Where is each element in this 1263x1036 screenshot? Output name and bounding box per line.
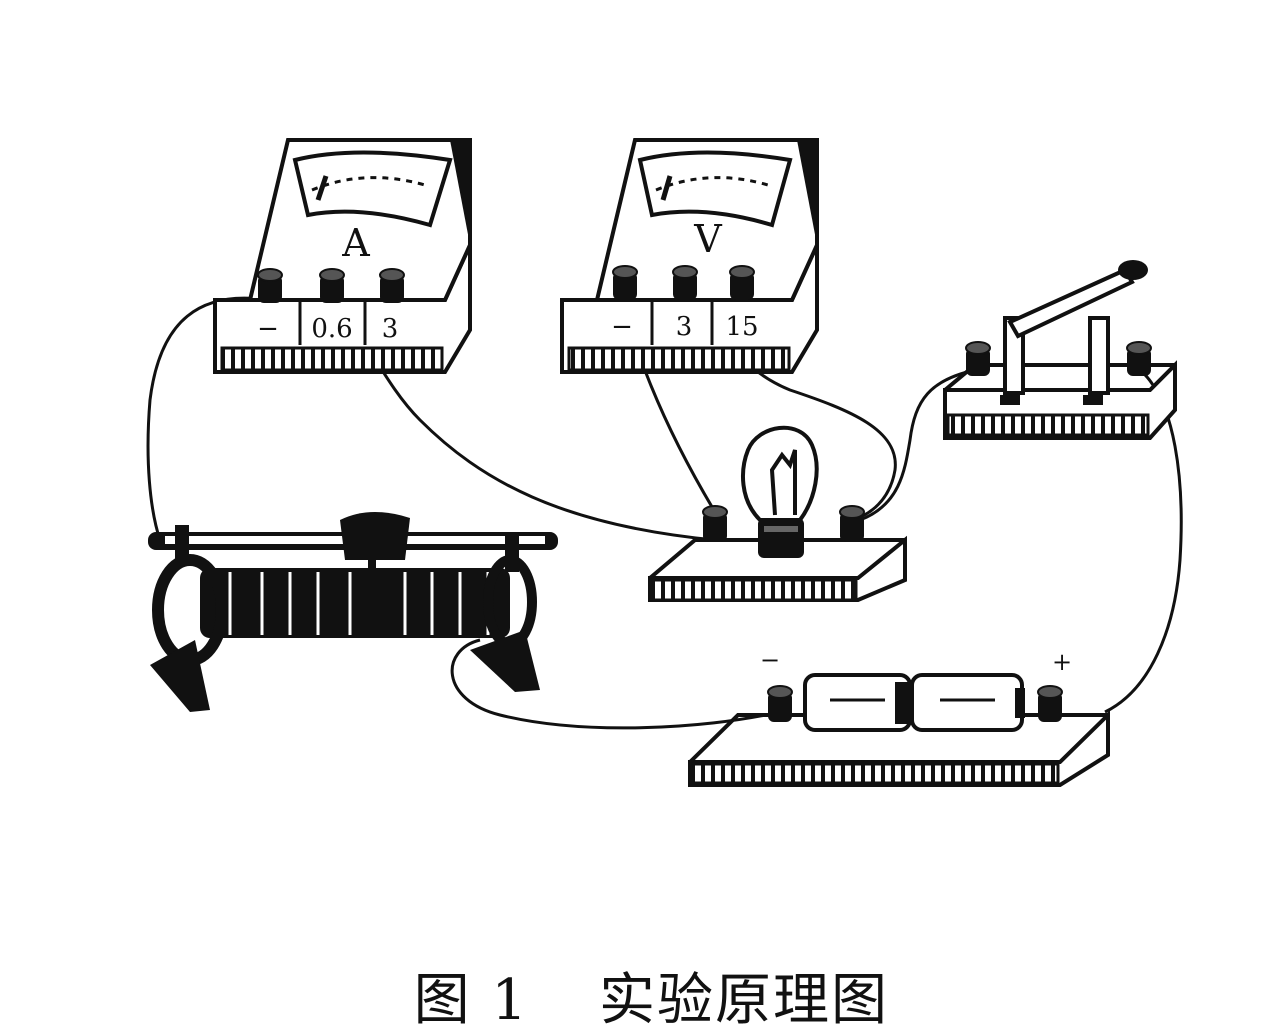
ammeter-terminal-0.6[interactable] [319,268,345,303]
lamp-board [648,425,907,602]
lamp-terminal-left [702,505,728,542]
lamp-terminal-right [839,505,865,542]
voltmeter-symbol: V [693,217,722,261]
rheostat [148,511,558,712]
battery-terminal-pos [1037,685,1063,722]
voltmeter: V − 3 15 [560,138,819,374]
switch-terminal-left [965,341,991,376]
switch-terminal-right [1126,341,1152,376]
ammeter-label-3: 3 [382,314,399,344]
voltmeter-label-15: 15 [725,312,758,342]
figure-caption: 图 1 实验原理图 [0,890,1263,1036]
wire-rheostat-battery [450,638,781,730]
rheostat-slider[interactable] [340,511,410,560]
circuit-diagram: A − 0.6 3 V − 3 15 [146,138,1183,787]
voltmeter-terminal-3[interactable] [672,265,698,300]
battery-neg-sign: − [760,646,780,674]
voltmeter-terminal-neg[interactable] [612,265,638,300]
ammeter-terminal-3[interactable] [379,268,405,303]
ammeter-label-neg: − [257,314,279,344]
bulb-icon [741,425,819,558]
figure-title: 实验原理图 [599,968,890,1033]
voltmeter-terminal-15[interactable] [729,265,755,300]
wire-bulb-switch [859,368,976,522]
switch-handle[interactable] [1118,260,1148,280]
knife-switch[interactable] [943,260,1177,440]
voltmeter-label-3: 3 [676,312,693,342]
voltmeter-label-neg: − [611,312,633,342]
ammeter: A − 0.6 3 [213,138,472,374]
ammeter-symbol: A [341,221,370,265]
ammeter-label-0.6: 0.6 [311,314,352,344]
battery-board: − + [688,646,1110,787]
battery-pos-sign: + [1052,648,1072,676]
battery-terminal-neg [767,685,793,722]
ammeter-terminal-neg[interactable] [257,268,283,303]
figure-number: 图 1 [413,968,530,1033]
battery-cells-icon [803,673,1025,732]
